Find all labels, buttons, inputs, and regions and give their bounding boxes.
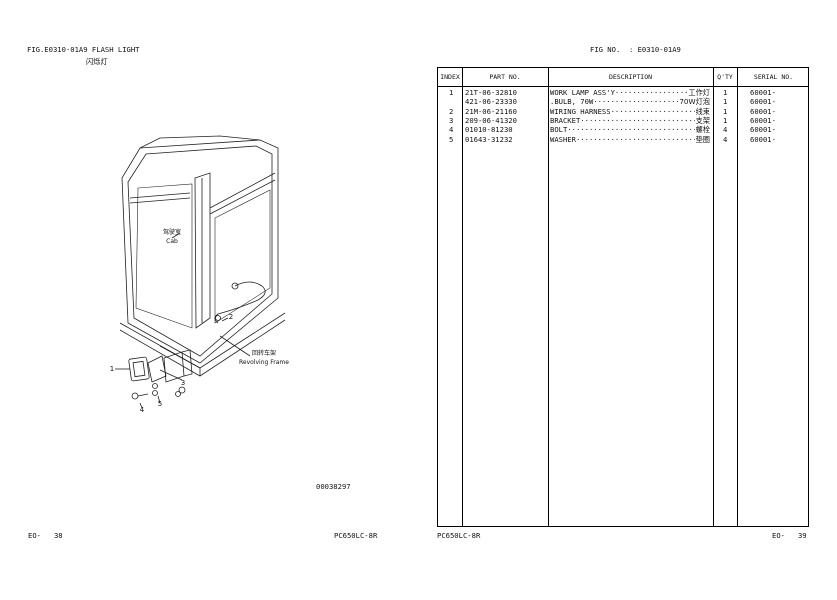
cell-serial-no: 60001- — [750, 106, 776, 116]
label-cab-cn: 驾驶室 — [163, 228, 181, 236]
cell-qty: 1 — [723, 88, 728, 97]
description-cn: 线束 — [694, 106, 710, 116]
cell-qty: 1 — [723, 106, 728, 116]
description-cn: 螺栓 — [694, 125, 710, 135]
description-en: BOLT — [550, 125, 569, 135]
table-row: 1 21T-06-32810 ···························… — [438, 89, 810, 98]
leader-dots: ········································… — [550, 135, 710, 143]
cell-qty: 1 — [723, 97, 728, 107]
description-en: .BULB, 70W — [550, 97, 595, 107]
cell-index: 5 — [449, 134, 454, 144]
description-cn: 70W灯泡 — [678, 97, 710, 107]
parts-illustration: 驾驶室 Cab 回转车架 Revolving Frame 1 2 3 4 5 — [110, 135, 289, 414]
label-cab: Cab — [166, 238, 178, 245]
table-row: 421-06-23330 ····························… — [438, 98, 810, 107]
cell-part-no: 21M-06-21160 — [465, 106, 517, 116]
description-en: WORK LAMP ASS'Y — [550, 88, 616, 97]
cell-index: 1 — [449, 88, 454, 97]
table-row: 4 01010-81230 ····························… — [438, 126, 810, 135]
callout-4: 4 — [140, 406, 145, 414]
footer-model-left: PC650LC-8R — [334, 531, 378, 540]
description-cn: 工作灯 — [687, 88, 710, 97]
callout-1: 1 — [110, 365, 114, 373]
description-cn: 支架 — [694, 115, 710, 125]
leader-dots: ········································… — [550, 98, 710, 106]
parts-table: INDEX PART NO. DESCRIPTION Q'TY SERIAL N… — [437, 67, 809, 527]
cell-part-no: 21T-06-32810 — [465, 88, 517, 97]
leader-dots: ········································… — [550, 116, 710, 125]
cell-index: 2 — [449, 106, 454, 116]
cell-qty: 4 — [723, 125, 728, 135]
header-index: INDEX — [440, 73, 460, 81]
figure-number: FIG NO. : E0310-01A9 — [590, 45, 681, 54]
description-en: WASHER — [550, 134, 577, 144]
callout-5: 5 — [158, 400, 162, 408]
leader-dots: ········································… — [550, 89, 710, 97]
cell-part-no: 209-06-41320 — [465, 115, 517, 125]
figure-title: FIG.E0310-01A9 FLASH LIGHT — [27, 45, 140, 54]
leader-dots: ········································… — [550, 107, 710, 115]
description-en: BRACKET — [550, 115, 582, 125]
header-qty: Q'TY — [717, 73, 733, 81]
cell-qty: 4 — [723, 134, 728, 144]
cell-serial-no: 60001- — [750, 125, 776, 135]
cell-index: 3 — [449, 115, 454, 125]
cell-part-no: 01010-81230 — [465, 125, 513, 135]
callout-3: 3 — [181, 379, 185, 387]
label-frame-cn: 回转车架 — [252, 349, 276, 357]
figure-title-cn: 闪烁灯 — [86, 57, 108, 66]
header-part-no: PART NO. — [489, 73, 521, 81]
table-row: 3 209-06-41320 ···························… — [438, 117, 810, 126]
cell-serial-no: 60001- — [750, 134, 776, 144]
bracket — [163, 351, 185, 383]
cell-serial-no: 60001- — [750, 115, 776, 125]
cell-qty: 1 — [723, 115, 728, 125]
header-serial-no: SERIAL NO. — [753, 73, 794, 81]
leader-dots: ········································… — [550, 126, 710, 134]
cell-serial-no: 60001- — [750, 88, 776, 97]
table-row: 5 01643-31232 ····························… — [438, 134, 810, 145]
label-frame: Revolving Frame — [239, 359, 289, 366]
cell-part-no: 01643-31232 — [465, 134, 513, 144]
drawing-number: 00038297 — [316, 482, 351, 491]
cell-serial-no: 60001- — [750, 97, 776, 107]
work-lamp — [128, 356, 150, 382]
wiring-harness — [214, 281, 266, 324]
footer-page-left: EO- 38 — [28, 531, 63, 540]
description-en: WIRING HARNESS — [550, 106, 612, 116]
cab-frame — [121, 139, 279, 364]
cell-index: 4 — [449, 125, 454, 135]
table-row: 2 21M-06-21160 ···························… — [438, 106, 810, 117]
callout-2: 2 — [229, 313, 233, 321]
cell-part-no: 421-06-23330 — [465, 97, 517, 107]
header-description: DESCRIPTION — [608, 73, 653, 81]
description-cn: 垫圈 — [694, 134, 710, 144]
left-page: FIG.E0310-01A9 FLASH LIGHT 闪烁灯 — [0, 0, 418, 600]
footer-page-right: EO- 39 — [772, 531, 807, 540]
footer-model-right: PC650LC-8R — [437, 531, 481, 540]
